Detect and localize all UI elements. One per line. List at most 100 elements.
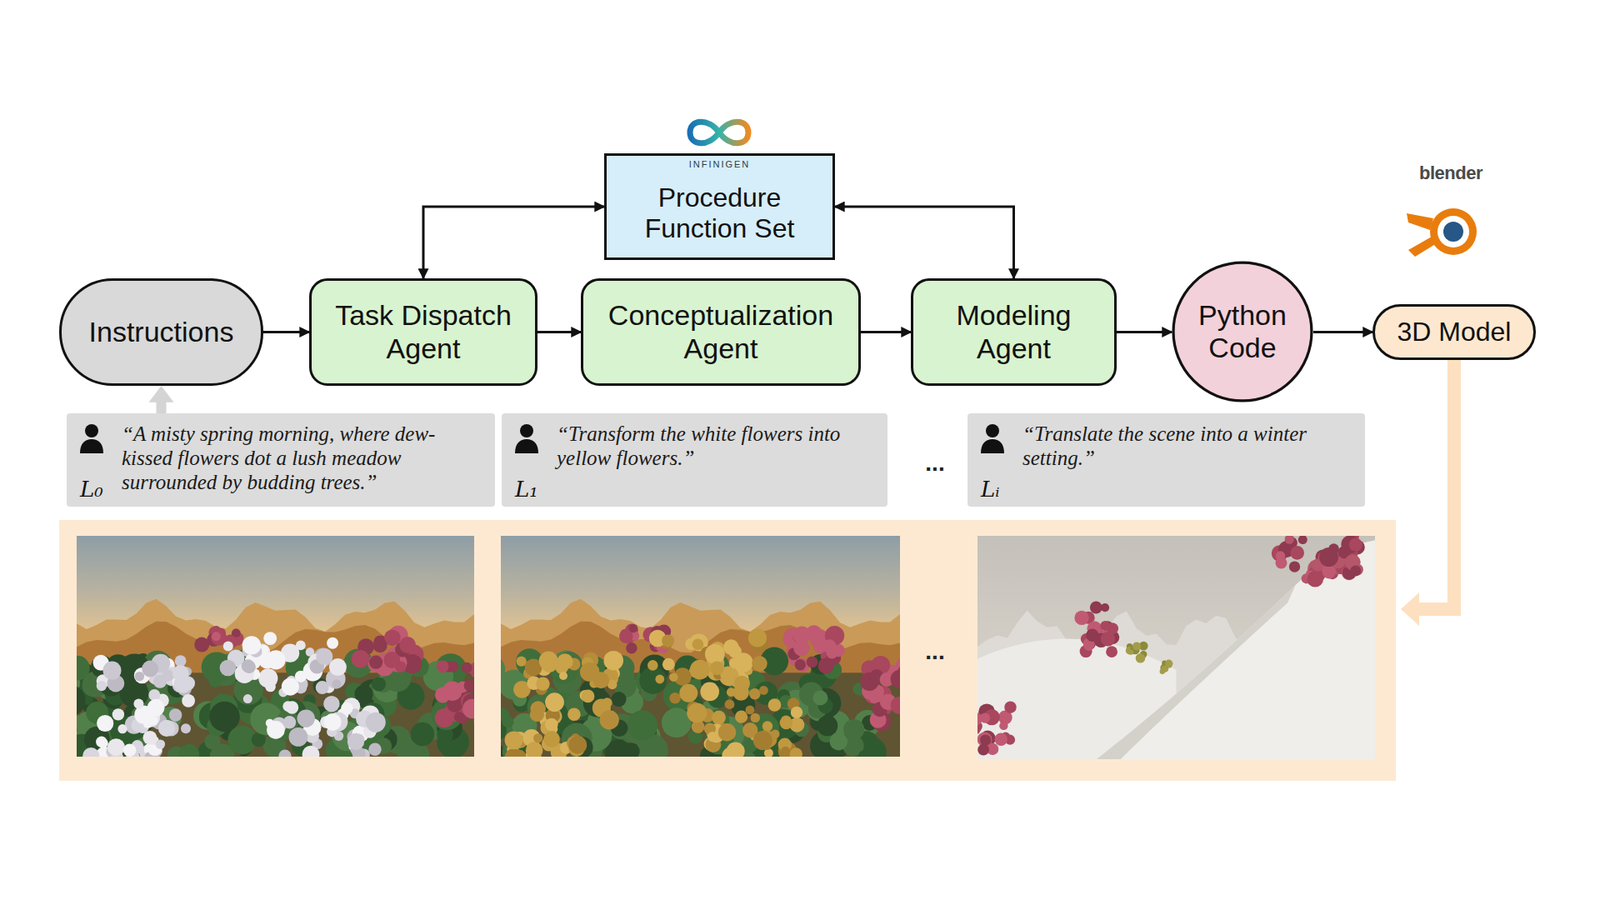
flower-blossom [559, 671, 568, 680]
flower-blossom [647, 660, 659, 671]
instruction-index: Lᵢ [980, 476, 1000, 502]
blender-ring-inner [1437, 215, 1470, 248]
flower-blossom [98, 738, 109, 749]
foliage [622, 742, 640, 757]
flower-blossom [326, 637, 339, 650]
pink-tree [625, 642, 638, 655]
agent-box: Modeling Agent [910, 278, 1117, 386]
flower-blossom [96, 680, 107, 691]
instruction-quote: “Translate the scene into a winter setti… [1022, 421, 1354, 470]
pink-tree [211, 631, 221, 641]
flower-blossom [285, 700, 299, 714]
pink-tree [1105, 645, 1118, 658]
flower-blossom [220, 660, 237, 677]
flow-arrow [835, 206, 1015, 279]
flower-blossom [260, 673, 275, 687]
flower-blossom [368, 743, 381, 756]
foliage [209, 701, 240, 732]
flower-blossom [175, 655, 187, 667]
pink-tree [806, 656, 819, 669]
pink-tree [977, 744, 990, 756]
pink-tree [1328, 543, 1340, 555]
node-text: Procedure Function Set [618, 182, 821, 245]
flower-blossom [543, 730, 560, 748]
flower-blossom [750, 713, 760, 723]
flower-blossom [158, 720, 175, 737]
blender-eye [1443, 221, 1464, 242]
ellipsis: ... [925, 450, 945, 477]
flower-blossom [569, 735, 588, 755]
instruction-card: Lᵢ “Translate the scene into a winter set… [967, 413, 1365, 507]
instruction-index: L₀ [80, 476, 104, 502]
flower-blossom [297, 709, 315, 727]
flower-blossom [302, 745, 320, 757]
small-tree [1160, 669, 1165, 675]
pink-tree [1306, 570, 1324, 588]
person-head [520, 424, 534, 438]
flower-blossom [82, 747, 100, 757]
pink-tree [793, 626, 811, 645]
pink-tree [383, 651, 400, 669]
pink-tree [369, 655, 383, 670]
flower-blossom [98, 721, 109, 732]
flower-blossom [749, 688, 761, 700]
instruction-card: L₁“Transform the white flowers into yell… [501, 413, 888, 507]
flower-blossom [117, 724, 127, 734]
instruction-quote: “Transform the white flowers into yellow… [556, 421, 876, 470]
flower-blossom [780, 746, 790, 756]
pink-tree [1289, 560, 1300, 572]
foliage [627, 710, 658, 740]
flower-blossom [512, 750, 526, 757]
foliage [843, 719, 865, 740]
flower-blossom [96, 715, 114, 732]
person-body [515, 439, 539, 454]
flower-blossom [603, 650, 624, 671]
flower-blossom [266, 650, 286, 670]
node-text: Conceptualization Agent [596, 299, 845, 365]
pink-tree [373, 638, 388, 653]
flower-blossom [278, 749, 291, 757]
flower-blossom [700, 682, 720, 702]
flower-blossom [135, 671, 145, 681]
foliage [639, 666, 667, 695]
node-text: 3D Model [1397, 316, 1512, 348]
flower-blossom [718, 723, 736, 741]
flower-blossom [721, 746, 740, 757]
flower-blossom [602, 697, 613, 708]
flower-blossom [661, 634, 675, 647]
flower-blossom [539, 651, 559, 671]
render-group [41, 532, 1375, 773]
flower-blossom [263, 631, 277, 645]
agent-box: Conceptualization Agent [580, 278, 861, 386]
flower-blossom [181, 694, 195, 708]
flower-blossom [556, 653, 573, 670]
pink-tree [995, 733, 1008, 746]
instruction-card: L₀ “A misty spring morning, where dew-kis… [66, 413, 495, 507]
flow-arrow [1116, 330, 1172, 334]
pink-tree [890, 696, 900, 715]
far-hills [76, 599, 475, 757]
foliage [816, 715, 838, 736]
foliage [830, 732, 848, 750]
instruction-quote: “A misty spring morning, where dew-kisse… [121, 421, 484, 495]
pink-tree [447, 661, 459, 673]
person-head [985, 424, 1000, 438]
pink-tree [1074, 610, 1089, 625]
flower-blossom [686, 702, 707, 723]
pink-tree [462, 699, 475, 720]
small-tree [1135, 653, 1146, 664]
person-icon [78, 423, 105, 454]
flower-blossom [745, 705, 755, 715]
pink-tree [818, 658, 835, 675]
flower-blossom [141, 660, 159, 678]
flower-blossom [153, 674, 167, 688]
flower-blossom [655, 675, 665, 685]
flower-blossom [354, 734, 365, 745]
flower-blossom [295, 640, 306, 651]
person-icon [513, 423, 540, 454]
flower-blossom [711, 710, 726, 725]
pink-tree [999, 721, 1008, 730]
foliage [179, 744, 200, 757]
foliage [410, 722, 435, 747]
flower-blossom [545, 692, 565, 712]
